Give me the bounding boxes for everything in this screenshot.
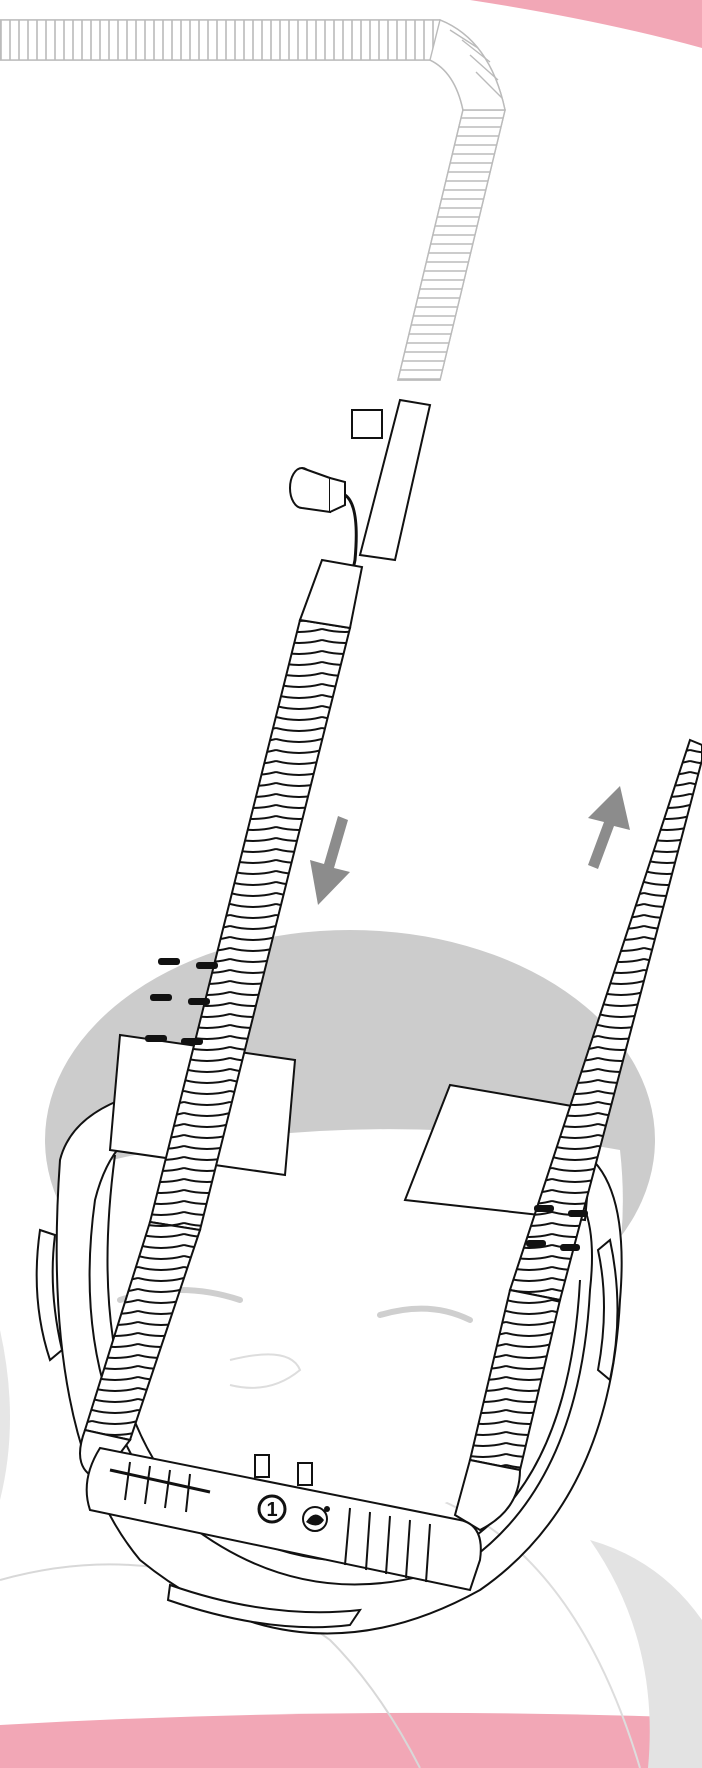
upper-tube-ribs	[397, 109, 506, 381]
shoulder-shadow	[590, 1540, 702, 1768]
connector-body	[358, 398, 432, 562]
nasal-interface	[85, 1446, 482, 1592]
left-tube-clips	[145, 958, 218, 1045]
nasal-prong-right	[297, 1462, 313, 1486]
top-accent-band	[470, 0, 702, 48]
pressure-port-cap	[289, 467, 346, 514]
connector-cube	[351, 409, 383, 439]
size-marker-label: 1	[266, 1499, 277, 1521]
strap-left-side	[35, 1228, 64, 1362]
right-tube-clips	[526, 1205, 588, 1251]
logo-emblem-icon	[302, 1506, 330, 1532]
strap-slot	[166, 1583, 363, 1629]
strap-right-side	[596, 1238, 619, 1382]
bottom-accent-band	[0, 1712, 702, 1768]
nose	[229, 1353, 302, 1389]
outflow-arrow-icon	[588, 786, 630, 869]
left-edge-shadow	[0, 1330, 10, 1500]
inflow-arrow-icon	[310, 816, 350, 905]
nasal-prong-left	[254, 1454, 270, 1478]
expiratory-tube	[508, 738, 702, 1302]
size-marker: 1	[257, 1494, 287, 1524]
right-eye	[377, 1305, 473, 1323]
